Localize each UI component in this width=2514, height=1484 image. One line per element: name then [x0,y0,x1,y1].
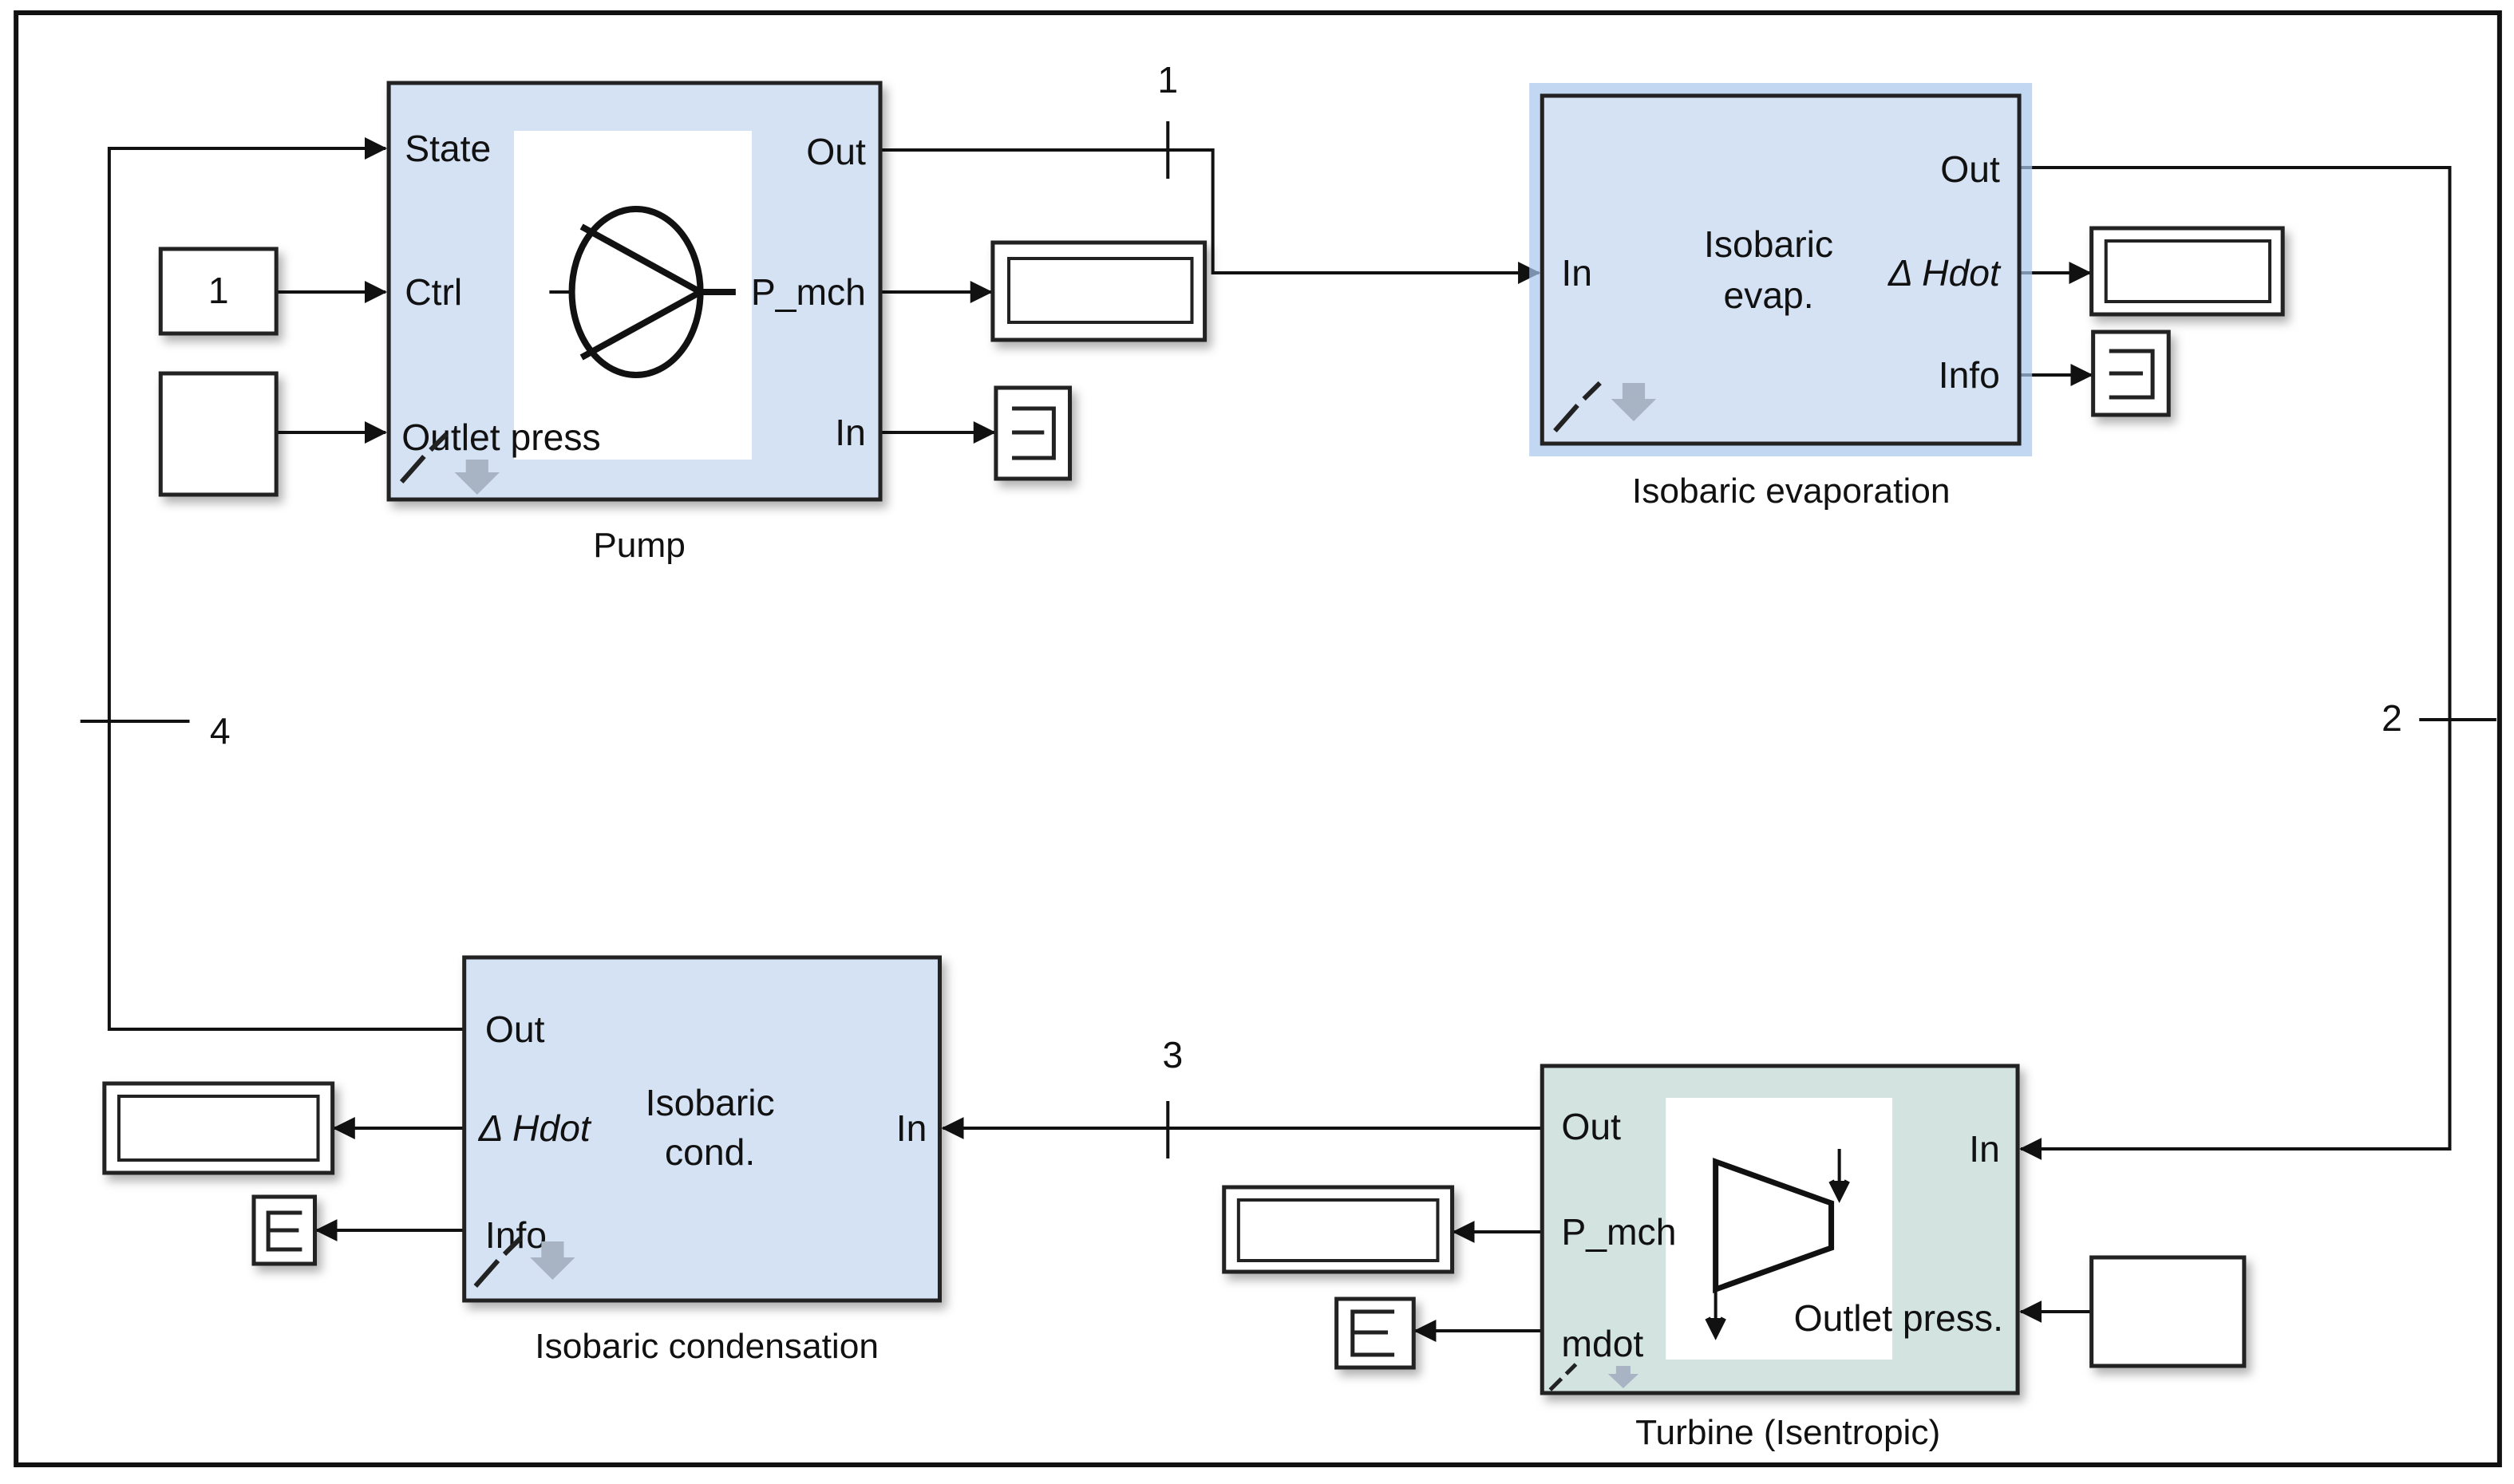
ctrl-constant-block[interactable] [158,247,279,336]
display-inner-frames [117,239,2272,1262]
wire-signal-1[interactable] [880,121,1541,284]
evap-title: Isobaric evaporation [1632,472,1951,511]
evap-body-line1: Isobaric [1704,223,1833,265]
wire-signal-2[interactable] [2019,166,2496,1160]
turbine-port-outlet-press: Outlet press. [1794,1297,2003,1339]
turbine-block[interactable]: Out P_mch mdot In Outlet press. [1540,1064,2020,1395]
signal-label-1: 1 [1157,59,1178,101]
mask-arrow-icon [530,1241,575,1280]
evap-port-hdot: Δ Hdot [1887,252,2002,294]
wire-signal-3[interactable] [941,1101,1543,1158]
wire-signal-4[interactable] [80,137,464,1031]
cond-port-info: Info [485,1214,547,1256]
cond-port-hdot: Δ Hdot [478,1107,592,1149]
cond-port-out: Out [485,1008,545,1050]
library-link-icon [399,432,449,483]
turbine-port-pmch: P_mch [1561,1211,1676,1253]
signal-label-3: 3 [1162,1034,1183,1076]
turbine-port-in: In [1969,1128,2000,1170]
cond-port-in: In [896,1107,927,1149]
pump-icon [549,206,736,378]
library-link-icon [1553,381,1602,432]
cond-body-line2: cond. [665,1131,755,1173]
evaporation-block[interactable]: In Isobaric evap. Out Δ Hdot Info [1529,83,2033,456]
turbine-port-mdot: mdot [1561,1323,1643,1364]
turbine-title: Turbine (Isentropic) [1635,1413,1940,1452]
turbine-icon [1705,1149,1850,1340]
mask-arrow-icon [454,460,500,495]
pump-port-in: In [835,412,866,453]
mask-arrow-icon [1607,1366,1639,1388]
pump-title: Pump [593,526,686,565]
evap-port-out: Out [1940,148,2000,190]
pump-port-ctrl: Ctrl [405,271,462,313]
evap-port-in: In [1561,252,1592,294]
turbine-port-out: Out [1561,1106,1621,1147]
evap-body-line2: evap. [1723,274,1813,316]
pump-block[interactable]: State Ctrl Outlet press Out P_mch In [386,81,883,502]
cond-hdot-display[interactable] [102,1081,335,1175]
cond-body-line1: Isobaric [646,1082,775,1123]
turbine-outlet-constant-block[interactable] [2089,1255,2247,1368]
library-link-icon [1548,1363,1578,1391]
library-link-icon [473,1236,523,1288]
cond-title: Isobaric condensation [535,1327,879,1366]
ctrl-constant-value: 1 [208,270,229,311]
pump-port-out: Out [806,131,866,172]
pump-port-pmch: P_mch [751,271,866,313]
evap-port-info: Info [1939,354,2000,396]
terminator-icons [266,349,2155,1357]
signal-label-4: 4 [210,710,231,752]
pump-port-state: State [405,128,491,169]
outlet-press-constant-block[interactable] [158,371,279,497]
condensation-block[interactable]: Out Δ Hdot Info Isobaric cond. In [462,955,942,1303]
signal-label-2: 2 [2382,697,2402,739]
pump-port-outlet-press: Outlet press [401,416,600,458]
